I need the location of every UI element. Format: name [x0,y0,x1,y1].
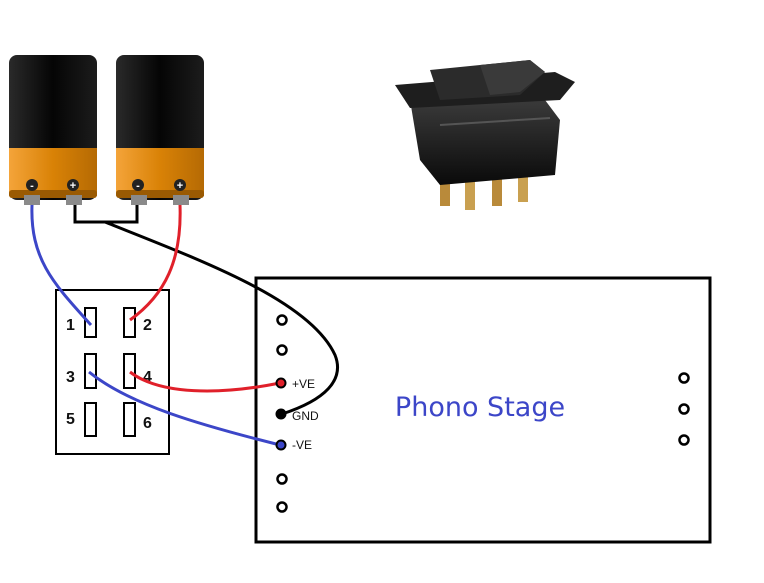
battery-2-positive-terminal [174,179,186,191]
battery-1-neg-sign: - [30,180,34,192]
pin-label-1: 1 [66,317,75,334]
phono-output-terminal [678,434,690,446]
switch-pin-2 [123,307,136,338]
switch-pin-3 [84,353,97,389]
wire-ground [104,220,340,416]
pin-label-4: 4 [143,369,152,386]
phono-output-terminal [678,372,690,384]
phono-terminal [276,501,288,513]
phono-terminal [276,344,288,356]
wire-battery-series-link [73,205,139,224]
phono-terminal [276,314,288,326]
switch-body: 1 2 3 4 5 6 [55,289,170,455]
phono-terminal-pos [275,377,287,389]
switch-pin-6 [123,402,136,437]
pin-label-5: 5 [66,411,75,428]
pin-label-2: 2 [143,317,152,334]
wires [30,204,340,447]
wire-battery-positive [129,204,182,322]
battery-1-negative-terminal [26,179,38,191]
battery-2: - + [116,55,204,205]
phono-terminal-neg [275,439,287,451]
pin-label-3: 3 [66,369,75,386]
phono-terminal [276,473,288,485]
wired-terminals [275,377,287,451]
phono-output-terminal [678,403,690,415]
phono-terminal-gnd [275,408,287,420]
terminal-label-neg: -VE [292,438,312,452]
battery-2-neg-sign: - [136,180,140,192]
terminal-label-pos: +VE [292,377,315,391]
phono-stage-title: Phono Stage [395,392,565,423]
pin-label-6: 6 [143,415,152,432]
switch-pin-5 [84,402,97,437]
rocker-switch-photo-icon [395,60,575,210]
battery-1: - + [9,55,97,205]
battery-2-negative-terminal [132,179,144,191]
battery-2-pos-sign: + [177,180,183,192]
battery-1-positive-terminal [67,179,79,191]
wire-positive-to-phono [129,370,281,393]
battery-1-pos-sign: + [70,180,76,192]
switch-pin-4 [123,353,136,389]
wire-battery-negative [30,204,93,327]
wire-negative-to-phono [88,370,281,447]
terminal-label-gnd: GND [292,409,319,423]
phono-stage-box: Phono Stage +VE GND -VE [254,276,712,544]
